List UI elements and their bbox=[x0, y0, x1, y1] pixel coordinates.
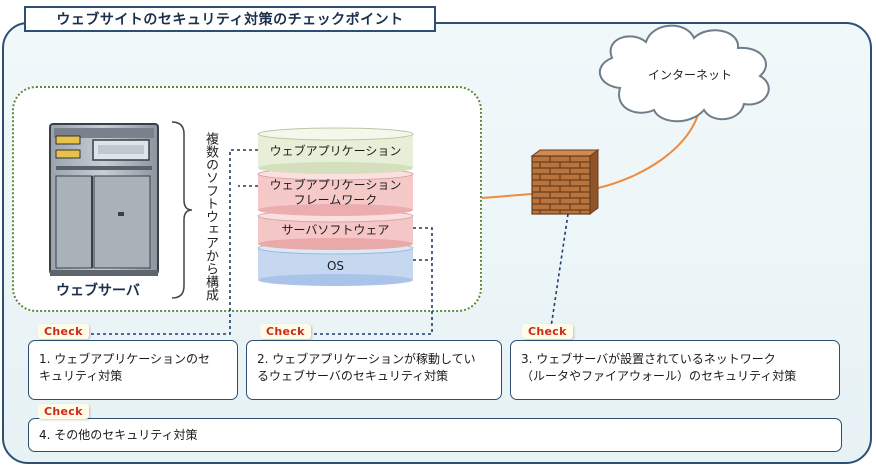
check-item-2-line1: 2. ウェブアプリケーションが稼動してい bbox=[257, 352, 476, 366]
firewall-icon bbox=[530, 149, 600, 215]
check-item-4: 4. その他のセキュリティ対策 bbox=[28, 418, 842, 452]
internet-label: インターネット bbox=[647, 68, 732, 82]
check-item-3-line2: （ルータやファイアウォール）のセキュリティ対策 bbox=[521, 369, 797, 383]
composition-note: 複数のソフトウェアから構成 bbox=[203, 132, 218, 301]
connector-firewall-internet bbox=[597, 107, 701, 189]
layer-label-framework: ウェブアプリケーション フレームワーク bbox=[258, 178, 413, 208]
check-badge-1: Check bbox=[38, 324, 89, 339]
check-item-2-line2: るウェブサーバのセキュリティ対策 bbox=[257, 369, 449, 383]
cylinder-web-application bbox=[257, 127, 414, 174]
layer-label-server-software: サーバソフトウェア bbox=[281, 223, 390, 237]
check-item-3-line1: 3. ウェブサーバが設置されているネットワーク bbox=[521, 352, 776, 366]
layer-label-web-application: ウェブアプリケーション bbox=[269, 144, 402, 158]
bracket-shape bbox=[171, 121, 193, 299]
check-badge-4: Check bbox=[38, 404, 89, 419]
web-server-label: ウェブサーバ bbox=[56, 283, 140, 299]
check-item-1-line2: キュリティ対策 bbox=[39, 369, 123, 383]
check-item-1-line1: 1. ウェブアプリケーションのセ bbox=[39, 352, 211, 366]
diagram-title: ウェブサイトのセキュリティ対策のチェックポイント bbox=[24, 6, 436, 32]
dashed-connectors bbox=[80, 149, 569, 335]
check-badge-3: Check bbox=[522, 324, 573, 339]
check-item-2: 2. ウェブアプリケーションが稼動してい るウェブサーバのセキュリティ対策 bbox=[246, 340, 502, 400]
layer-label-os: OS bbox=[326, 259, 345, 273]
internet-cloud-icon bbox=[598, 24, 770, 123]
layer-label-framework-line2: フレームワーク bbox=[293, 193, 378, 207]
check-item-1: 1. ウェブアプリケーションのセ キュリティ対策 bbox=[28, 340, 238, 400]
check-item-4-line1: 4. その他のセキュリティ対策 bbox=[39, 428, 198, 442]
web-server-icon bbox=[49, 123, 159, 276]
check-item-3: 3. ウェブサーバが設置されているネットワーク （ルータやファイアウォール）のセ… bbox=[510, 340, 840, 400]
check-badge-2: Check bbox=[260, 324, 311, 339]
layer-label-framework-line1: ウェブアプリケーション bbox=[269, 178, 402, 192]
connector-server-firewall bbox=[481, 193, 533, 199]
diagram-title-text: ウェブサイトのセキュリティ対策のチェックポイント bbox=[56, 12, 404, 28]
